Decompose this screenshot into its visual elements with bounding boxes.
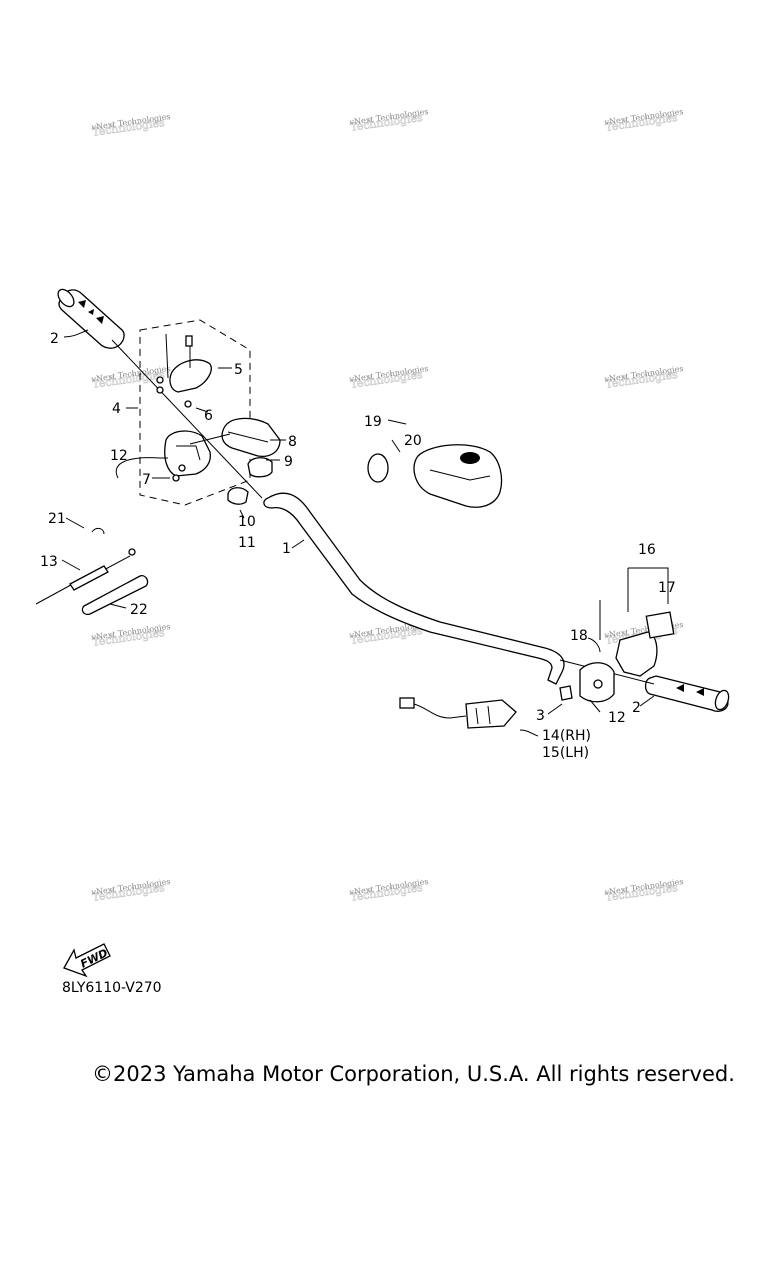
callout-21: 21 — [48, 511, 66, 527]
callouts: 2 4 5 6 8 9 12 7 10 11 1 21 13 22 19 20 … — [40, 331, 676, 761]
watermarks: Technologies vNext Technologies Technolo… — [90, 107, 684, 904]
callout-17: 17 — [658, 580, 676, 596]
leader-lines — [61, 329, 655, 737]
callout-9: 9 — [284, 454, 293, 470]
callout-2-right: 2 — [632, 700, 641, 716]
callout-22: 22 — [130, 602, 148, 618]
callout-15-lh: 15(LH) — [542, 745, 589, 761]
throttle-cover — [189, 417, 281, 458]
callout-6: 6 — [204, 408, 213, 424]
callout-7: 7 — [142, 472, 151, 488]
copyright-notice: ©2023 Yamaha Motor Corporation, U.S.A. A… — [92, 1062, 735, 1086]
throttle-cable — [35, 527, 136, 605]
callout-16: 16 — [638, 542, 656, 558]
callout-12-left: 12 — [110, 448, 128, 464]
callout-10: 10 — [238, 514, 256, 530]
callout-13: 13 — [40, 554, 58, 570]
right-switch-assembly — [559, 567, 675, 703]
handlebar — [263, 492, 565, 685]
left-grip — [57, 288, 263, 499]
cable-left — [115, 457, 168, 479]
callout-18: 18 — [570, 628, 588, 644]
callout-5: 5 — [234, 362, 243, 378]
throttle-assembly-box — [139, 319, 251, 506]
clamp-10 — [227, 487, 249, 505]
throttle-housing — [164, 430, 212, 482]
callout-12-right: 12 — [608, 710, 626, 726]
callout-14-rh: 14(RH) — [542, 728, 591, 744]
callout-8: 8 — [288, 434, 297, 450]
callout-20: 20 — [404, 433, 422, 449]
callout-19: 19 — [364, 414, 382, 430]
tube-22 — [81, 575, 149, 616]
handlebar-pad — [413, 444, 503, 508]
fwd-arrow-icon: FWD — [63, 943, 111, 978]
clamp-9 — [247, 457, 273, 478]
callout-4: 4 — [112, 401, 121, 417]
handlebar-switch — [399, 697, 517, 729]
callout-11: 11 — [238, 535, 256, 551]
drawing-code: 8LY6110-V270 — [62, 980, 162, 996]
pad-ring — [367, 453, 389, 483]
callout-2-left: 2 — [50, 331, 59, 347]
throttle-lever — [156, 333, 212, 408]
callout-3: 3 — [536, 708, 545, 724]
callout-1: 1 — [282, 541, 291, 557]
